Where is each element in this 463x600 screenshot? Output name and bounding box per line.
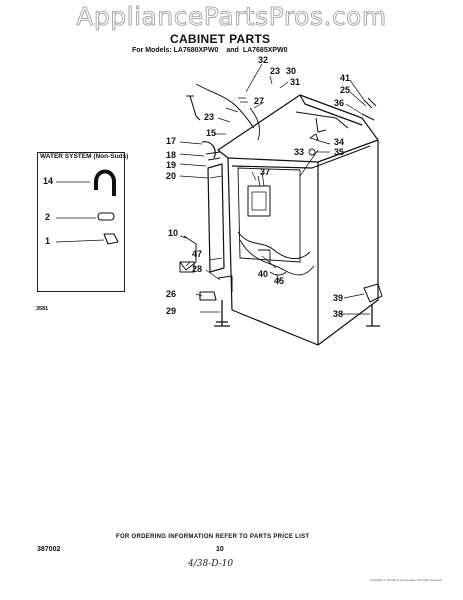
- callout-17: 17: [166, 136, 177, 146]
- callout-23-top: 23: [270, 66, 281, 76]
- hose-14: [94, 169, 116, 196]
- bracket-40: [258, 249, 271, 264]
- page-title: CABINET PARTS: [170, 32, 271, 46]
- ordering-note: FOR ORDERING INFORMATION REFER TO PARTS …: [116, 534, 310, 540]
- callout-2: 2: [45, 212, 51, 222]
- fastener-34: [309, 133, 319, 141]
- cabinet-top-right: [317, 139, 379, 163]
- cabinet-top-left: [227, 157, 319, 163]
- callout-35: 35: [334, 147, 345, 157]
- foot-29: [214, 300, 230, 327]
- callout-37: 37: [260, 167, 271, 177]
- cabinet-shell: [217, 94, 379, 346]
- side-bracket: [207, 163, 225, 273]
- callout-39: 39: [333, 293, 344, 303]
- callout-23-left: 23: [204, 112, 215, 122]
- copyright: Copyright © Whirlpool Corporation. All r…: [370, 578, 443, 582]
- water-system-label: WATER SYSTEM (Non-Suds): [40, 153, 129, 160]
- rear-leg-39: [363, 283, 383, 303]
- callout-45: 45: [274, 276, 285, 286]
- washer-35: [308, 148, 316, 156]
- callout-19: 19: [166, 160, 177, 170]
- figure-code: 3581: [36, 306, 49, 312]
- callout-25: 25: [340, 85, 351, 95]
- handwritten-code: 4/38-D-10: [188, 559, 234, 569]
- callout-29: 29: [166, 306, 177, 316]
- callout-34: 34: [334, 137, 345, 147]
- model-primary: For Models: LA7680XPW0: [132, 47, 219, 54]
- callout-40: 40: [258, 269, 269, 279]
- cabinet-top-edge: [299, 94, 363, 126]
- switch-block: [247, 185, 271, 217]
- callout-47: 47: [192, 249, 203, 259]
- cabinet-inner-lip: [231, 145, 371, 169]
- water-system-box: [37, 152, 125, 292]
- part-number: 387002: [37, 546, 61, 553]
- bracket-10: [179, 235, 197, 271]
- page-number: 10: [216, 546, 224, 553]
- top-wire: [195, 83, 255, 129]
- callout-15: 15: [206, 128, 217, 138]
- callout-28: 28: [192, 264, 203, 274]
- hose-17: [201, 141, 216, 159]
- fastener-36: [361, 113, 375, 121]
- callout-30: 30: [286, 66, 297, 76]
- model-conjunction: and: [226, 47, 239, 54]
- callout-14: 14: [43, 176, 54, 186]
- callout-27: 27: [254, 96, 265, 106]
- clamp-2: [97, 212, 115, 221]
- strap-28: [217, 275, 233, 292]
- watermark: AppliancePartsPros.com: [76, 2, 387, 32]
- callout-38: 38: [333, 309, 344, 319]
- model-secondary: LA7685XPW0: [242, 47, 288, 54]
- fastener-25: [363, 97, 377, 109]
- callout-10: 10: [168, 228, 179, 238]
- clip-47: [179, 261, 195, 273]
- callout-18: 18: [166, 150, 177, 160]
- hose-15: [189, 95, 201, 121]
- top-brace: [295, 111, 349, 129]
- foot-38: [366, 304, 380, 327]
- callout-33: 33: [294, 147, 305, 157]
- callout-26: 26: [166, 289, 177, 299]
- callout-20: 20: [166, 171, 177, 181]
- fitting-1: [103, 233, 119, 245]
- callout-1: 1: [45, 236, 51, 246]
- inner-panel: [237, 167, 301, 263]
- callout-36: 36: [334, 98, 345, 108]
- bolt-26: [199, 291, 217, 301]
- wire-harness: [237, 231, 311, 259]
- callout-32: 32: [258, 55, 269, 65]
- callout-31: 31: [290, 77, 301, 87]
- callout-41: 41: [340, 73, 351, 83]
